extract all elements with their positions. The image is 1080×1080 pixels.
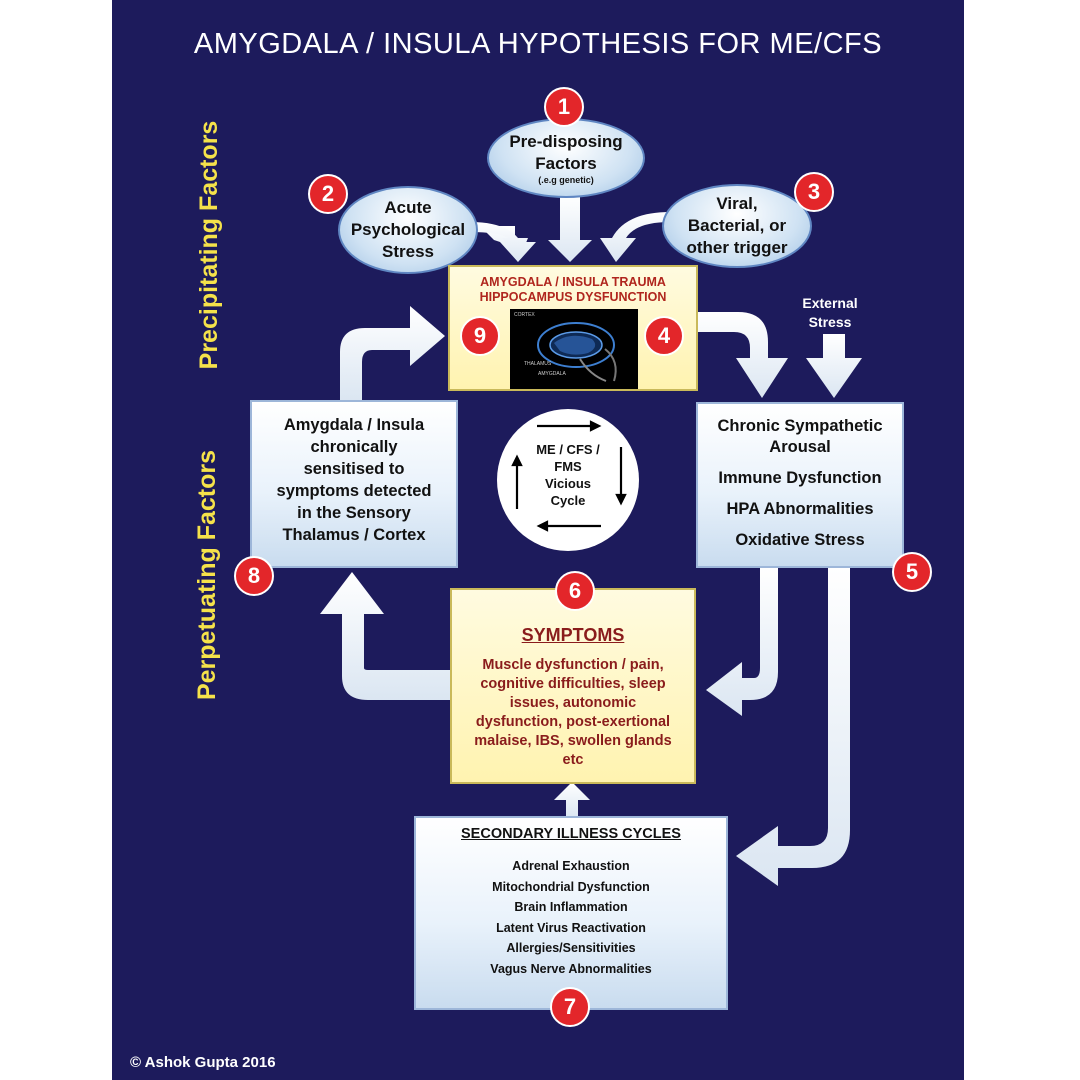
cycle-line-0: ME / CFS / [536,442,600,457]
cortex-label: CORTEX [514,312,535,318]
symptom-line-3: dysfunction, post-exertional [475,714,671,730]
brain-scan-image: CORTEX THALAMUS AMYGDALA [510,309,638,389]
left-line-3: symptoms detected [276,482,432,500]
left-line-5: Thalamus / Cortex [282,526,426,544]
acute-line3: Stress [382,242,434,261]
secondary-item-5: Vagus Nerve Abnormalities [490,961,652,976]
cycle-line-2: Vicious [544,476,591,491]
arrow-left-to-trauma [340,306,445,400]
badge-3: 3 [794,172,834,212]
secondary-item-2: Brain Inflammation [514,900,628,915]
badge-8: 8 [234,556,274,596]
symptom-line-0: Muscle dysfunction / pain, [482,657,664,673]
acute-line2: Psychological [350,220,466,239]
external-line2: Stress [808,314,852,330]
chronic-arousal-box: Chronic Sympathetic Arousal Immune Dysfu… [696,402,904,568]
symptoms-heading: SYMPTOMS [521,625,625,645]
badge-6: 6 [555,571,595,611]
predisposing-line2: Factors [535,153,597,173]
vicious-cycle-circle: ME / CFS / FMS Vicious Cycle [497,409,639,551]
symptom-line-2: issues, autonomic [509,695,637,711]
arrow-right-to-secondary [736,568,850,886]
secondary-list: Adrenal Exhaustion Mitochondrial Dysfunc… [416,856,726,980]
symptoms-list: Muscle dysfunction / pain, cognitive dif… [452,656,694,770]
acute-stress-ellipse: Acute Psychological Stress [338,186,478,274]
precipitating-factors-label: Precipitating Factors [195,120,223,370]
left-line-4: in the Sensory [297,504,411,522]
perpetuating-factors-label: Perpetuating Factors [193,449,221,701]
amygdala-sensitised-box: Amygdala / Insula chronically sensitised… [250,400,458,568]
predisposing-factors-ellipse: Pre-disposing Factors (.e.g genetic) [487,118,645,198]
external-line1: External [802,295,858,311]
badge-2: 2 [308,174,348,214]
arrow-secondary-to-symptoms [554,782,590,818]
left-line-1: chronically [310,438,398,456]
secondary-item-0: Adrenal Exhaustion [512,859,630,873]
trauma-line2: HIPPOCAMPUS DYSFUNCTION [479,290,667,304]
secondary-item-3: Latent Virus Reactivation [496,920,646,935]
left-line-0: Amygdala / Insula [283,416,425,434]
right-line-4: Oxidative Stress [735,531,865,549]
cycle-line-1: FMS [554,459,582,474]
secondary-heading: SECONDARY ILLNESS CYCLES [461,826,681,842]
secondary-illness-box: SECONDARY ILLNESS CYCLES Adrenal Exhaust… [414,816,728,1010]
arrow-symptoms-to-left [320,572,450,700]
viral-line1: Viral, [716,194,758,213]
badge-5: 5 [892,552,932,592]
symptom-line-4: malaise, IBS, swollen glands [474,733,672,749]
trauma-line1: AMYGDALA / INSULA TRAUMA [480,275,666,289]
arrow-right-to-symptoms [706,568,778,716]
predisposing-line1: Pre-disposing [509,131,623,151]
right-line-0: Chronic Sympathetic [717,417,883,435]
external-stress-label: External Stress [784,294,876,332]
secondary-item-1: Mitochondrial Dysfunction [492,879,650,894]
brain-icon [537,322,617,382]
arrow-trauma-to-right [697,312,788,398]
symptom-line-1: cognitive difficulties, sleep [480,676,666,692]
page-title: AMYGDALA / INSULA HYPOTHESIS FOR ME/CFS [193,28,883,60]
left-line-2: sensitised to [303,460,405,478]
arrow-predisposing [548,196,592,262]
right-line-1: Arousal [769,438,831,456]
acute-line1: Acute [384,198,432,217]
symptom-line-5: etc [562,752,584,768]
viral-trigger-ellipse: Viral, Bacterial, or other trigger [662,184,812,268]
arrow-acute-curve [470,222,528,262]
thalamus-label: THALAMUS [524,361,552,367]
amygdala-label: AMYGDALA [538,371,566,377]
viral-line3: other trigger [686,238,788,257]
right-line-3: HPA Abnormalities [726,500,874,518]
badge-7: 7 [550,987,590,1027]
cycle-arrows-icon [511,420,627,532]
arrow-external-stress [806,334,862,398]
viral-line2: Bacterial, or [687,216,787,235]
cycle-line-3: Cycle [550,493,586,508]
badge-1: 1 [544,87,584,127]
predisposing-note: (.e.g genetic) [538,174,594,185]
badge-9: 9 [460,316,500,356]
copyright-text: © Ashok Gupta 2016 [130,1054,276,1071]
secondary-item-4: Allergies/Sensitivities [506,941,636,956]
badge-4: 4 [644,316,684,356]
arrow-viral [600,212,670,262]
cycle-label: ME / CFS / FMS Vicious Cycle [517,441,619,509]
right-line-2: Immune Dysfunction [718,469,882,487]
symptoms-box: SYMPTOMS Muscle dysfunction / pain, cogn… [450,588,696,784]
